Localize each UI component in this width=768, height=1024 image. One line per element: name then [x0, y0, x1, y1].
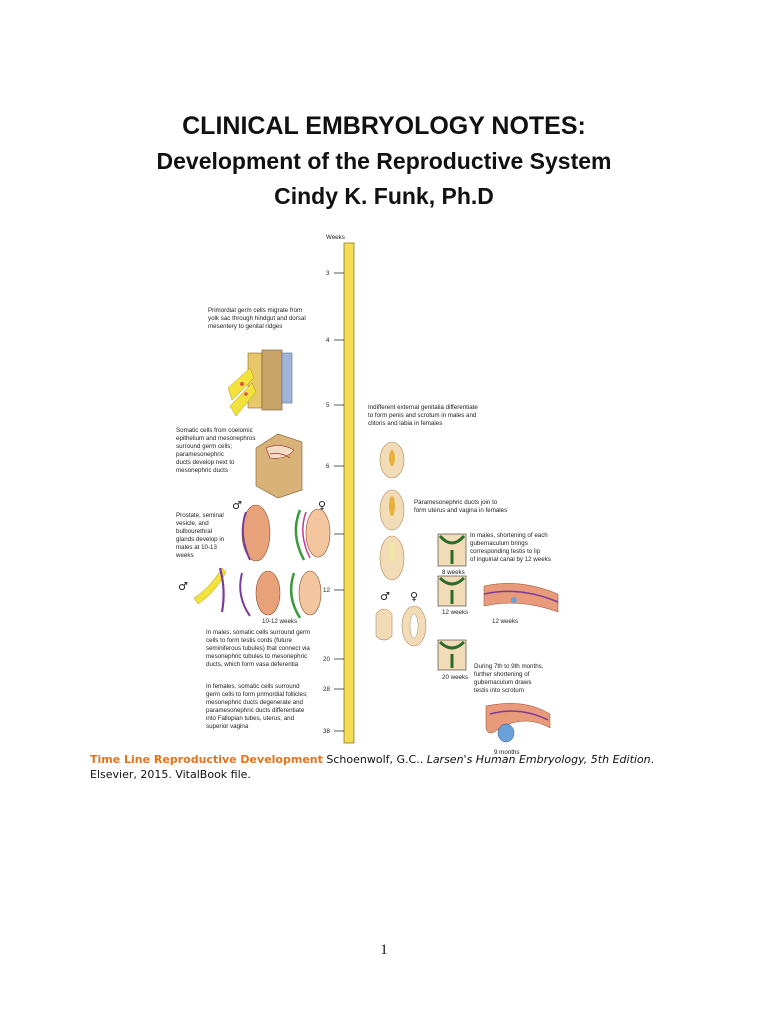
svg-text:yolk sac through hindgut and d: yolk sac through hindgut and dorsal	[208, 315, 306, 322]
svg-text:clitoris and labia in females: clitoris and labia in females	[368, 420, 442, 427]
svg-text:Indifferent external genitalia: Indifferent external genitalia different…	[368, 404, 478, 411]
note-primordial: Primordial germ cells migrate from yolk …	[208, 307, 306, 330]
caption-publisher: . Elsevier, 2015. VitalBook file.	[90, 753, 655, 781]
male-duct-illustration	[193, 567, 322, 619]
tick-label: 28	[323, 686, 330, 693]
label-8-weeks: 8 weeks	[442, 569, 465, 576]
external-genitalia-illustration	[375, 605, 427, 647]
svg-text:weeks: weeks	[175, 552, 194, 559]
tick-label: 5	[326, 402, 330, 409]
tick-label: 6	[326, 463, 330, 470]
svg-text:of inguinal canal by 12 weeks: of inguinal canal by 12 weeks	[470, 556, 551, 563]
note-prostate: Prostate, seminal vesicle, and bulbouret…	[175, 512, 225, 559]
gonad-female-illustration	[294, 508, 331, 561]
svg-text:paramesonephric: paramesonephric	[176, 451, 224, 458]
svg-text:glands develop in: glands develop in	[176, 536, 225, 543]
svg-text:form uterus and vagina in fema: form uterus and vagina in females	[414, 507, 507, 514]
svg-text:corresponding testis to lip: corresponding testis to lip	[470, 548, 541, 555]
timeline-bar	[343, 242, 355, 744]
label-12-weeks: 12 weeks	[442, 609, 468, 616]
timeline-ticks: 3 4 5 6 7 12 20 28 38	[323, 270, 344, 735]
page-title: CLINICAL EMBRYOLOGY NOTES:	[182, 112, 586, 140]
female-symbol: ♀	[410, 590, 418, 603]
somatic-illustration	[255, 433, 303, 499]
svg-text:In females, somatic cells surr: In females, somatic cells surround	[206, 683, 300, 690]
svg-text:Somatic cells from coelomic: Somatic cells from coelomic	[176, 427, 253, 434]
author-name: Cindy K. Funk, Ph.D	[274, 183, 494, 209]
axis-label: Weeks	[326, 234, 345, 241]
svg-text:mesonephric ducts: mesonephric ducts	[176, 467, 228, 474]
tick-label: 20	[323, 656, 330, 663]
note-females: In females, somatic cells surround germ …	[206, 683, 308, 730]
male-symbol: ♂	[380, 590, 390, 603]
svg-text:During 7th to 9th months,: During 7th to 9th months,	[474, 663, 544, 670]
note-paramesonephric: Paramesonephric ducts join to form uteru…	[414, 499, 507, 514]
genitalia-illustrations	[379, 441, 405, 581]
label-20-weeks: 20 weeks	[442, 674, 468, 681]
svg-text:into Fallopian tubes, uterus,: into Fallopian tubes, uterus, and	[206, 715, 295, 722]
page-number: 1	[380, 942, 388, 958]
tick-label: 4	[326, 337, 330, 344]
svg-text:superior vagina: superior vagina	[206, 723, 249, 730]
male-symbol: ♂	[232, 499, 242, 512]
label-12-weeks-b: 12 weeks	[492, 618, 518, 625]
timeline-figure: Weeks 3 4 5 6 7 12 20 28 38 Primordial g…	[175, 234, 559, 756]
svg-text:bulbourethral: bulbourethral	[176, 528, 212, 535]
svg-text:In males, somatic cells surrou: In males, somatic cells surround germ	[206, 629, 310, 636]
svg-text:surround germ cells;: surround germ cells;	[176, 443, 232, 450]
svg-text:cells to form testis cords (fu: cells to form testis cords (future	[206, 637, 293, 644]
svg-text:seminiferous tubules) that con: seminiferous tubules) that connect via	[206, 645, 310, 652]
svg-text:Primordial germ cells migrate: Primordial germ cells migrate from	[208, 307, 302, 314]
svg-text:Prostate, seminal: Prostate, seminal	[176, 512, 224, 519]
note-indifferent: Indifferent external genitalia different…	[368, 404, 478, 427]
svg-text:mesonephric tubules to mesonep: mesonephric tubules to mesonephric	[206, 653, 307, 660]
svg-text:mesonephric ducts degenerate a: mesonephric ducts degenerate and	[206, 699, 304, 706]
note-seventh-month: During 7th to 9th months, further shorte…	[474, 663, 544, 694]
caption-book-title: Larsen's Human Embryology, 5th Edition	[426, 753, 651, 766]
gubernaculum-20wk	[437, 639, 467, 671]
caption-author: Schoenwolf, G.C..	[322, 753, 427, 766]
svg-text:mesentery to genital ridges: mesentery to genital ridges	[208, 323, 282, 330]
svg-text:gubernaculum brings: gubernaculum brings	[470, 540, 528, 547]
svg-text:paramesonephric ducts differen: paramesonephric ducts differentiate	[206, 707, 305, 714]
label-10-12-weeks: 10-12 weeks	[262, 618, 297, 625]
female-symbol: ♀	[318, 499, 326, 512]
svg-text:In males, shortening of each: In males, shortening of each	[470, 532, 548, 539]
svg-text:ducts develop next to: ducts develop next to	[176, 459, 235, 466]
svg-text:ducts, which form vasa deferen: ducts, which form vasa deferentia	[206, 661, 299, 668]
svg-text:germ cells to form primordial: germ cells to form primordial follicles;	[206, 691, 308, 698]
germ-cell-illustration	[227, 349, 293, 417]
gubernaculum-8wk	[437, 533, 467, 567]
male-symbol: ♂	[178, 580, 188, 593]
svg-text:vesicle, and: vesicle, and	[176, 520, 209, 527]
svg-text:testis into scrotum: testis into scrotum	[474, 687, 524, 694]
note-males: In males, somatic cells surround germ ce…	[206, 629, 310, 668]
svg-text:males at 10-13: males at 10-13	[176, 544, 217, 551]
caption-link[interactable]: Time Line Reproductive Development	[90, 753, 323, 766]
note-gubernaculum: In males, shortening of each gubernaculu…	[470, 532, 551, 563]
gubernaculum-12wk	[437, 575, 467, 607]
label-9-months: 9 months	[494, 749, 519, 756]
svg-text:to form penis and scrotum in m: to form penis and scrotum in males and	[368, 412, 477, 419]
tick-label: 3	[326, 270, 330, 277]
note-somatic: Somatic cells from coelomic epithelium a…	[176, 427, 255, 474]
inguinal-illustration-9mo	[485, 703, 551, 743]
gonad-male-illustration	[241, 504, 271, 562]
tick-label: 38	[323, 728, 330, 735]
svg-text:epithelium and mesonephros: epithelium and mesonephros	[176, 435, 255, 442]
svg-text:Paramesonephric ducts join to: Paramesonephric ducts join to	[414, 499, 498, 506]
page-subtitle: Development of the Reproductive System	[156, 148, 612, 174]
tick-label: 12	[323, 587, 330, 594]
svg-text:further shortening of: further shortening of	[474, 671, 530, 678]
figure-caption: Time Line Reproductive Development Schoe…	[90, 752, 700, 782]
inguinal-illustration-12wk	[483, 583, 559, 613]
svg-text:gubernaculum draws: gubernaculum draws	[474, 679, 531, 686]
